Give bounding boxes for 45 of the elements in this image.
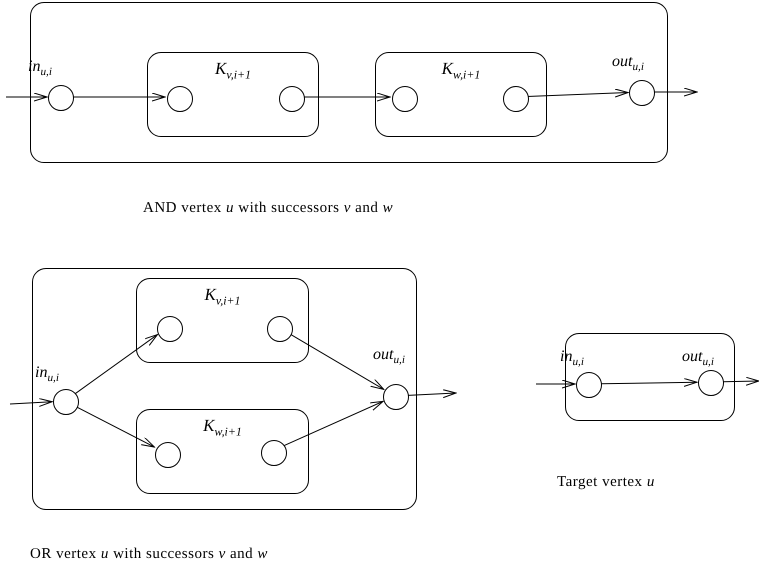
arrow bbox=[536, 380, 576, 388]
arrow bbox=[526, 88, 628, 98]
arrow bbox=[288, 333, 384, 390]
state-circle bbox=[53, 389, 79, 415]
vertex-label: out$_{u,i}$ bbox=[682, 348, 714, 368]
arrow bbox=[600, 378, 698, 387]
subgraph-box bbox=[136, 278, 309, 363]
state-circle bbox=[503, 86, 529, 112]
vertex-label: in$_{u,i}$ bbox=[35, 364, 59, 384]
arrow bbox=[722, 376, 759, 386]
vertex-label: out$_{u,i}$ bbox=[373, 346, 405, 366]
subgraph-box bbox=[136, 409, 309, 494]
state-circle bbox=[261, 440, 287, 466]
caption: OR vertex u with successors v and w bbox=[30, 546, 268, 563]
subgraph-box bbox=[147, 52, 319, 137]
arrow bbox=[72, 92, 166, 102]
vertex-box bbox=[30, 2, 668, 163]
subgraph-box bbox=[375, 52, 547, 137]
subgraph-label: K$_{w,i+1}$ bbox=[202, 416, 243, 440]
state-circle bbox=[267, 316, 293, 342]
arrow bbox=[75, 334, 158, 394]
arrow bbox=[654, 88, 698, 96]
state-circle bbox=[157, 316, 183, 342]
state-circle bbox=[629, 80, 655, 106]
arrow bbox=[76, 406, 155, 448]
caption: Target vertex u bbox=[557, 474, 655, 491]
arrow bbox=[6, 92, 48, 102]
subgraph-label: K$_{v,i+1}$ bbox=[203, 285, 242, 308]
subgraph-label: K$_{v,i+1}$ bbox=[214, 59, 252, 82]
subgraph-label: K$_{w,i+1}$ bbox=[440, 59, 482, 82]
state-circle bbox=[383, 384, 409, 410]
state-circle bbox=[167, 86, 193, 112]
state-circle bbox=[48, 85, 74, 111]
state-circle bbox=[576, 372, 602, 398]
state-circle bbox=[392, 86, 418, 112]
arrow bbox=[283, 400, 384, 446]
arrow bbox=[302, 92, 390, 102]
vertex-box bbox=[32, 268, 417, 510]
arrow bbox=[407, 389, 456, 398]
vertex-label: out$_{u,i}$ bbox=[612, 53, 644, 74]
state-circle bbox=[698, 370, 724, 396]
arrow bbox=[10, 398, 53, 407]
caption: AND vertex u with successors v and w bbox=[143, 200, 394, 217]
state-circle bbox=[155, 442, 181, 468]
state-circle bbox=[279, 86, 305, 112]
